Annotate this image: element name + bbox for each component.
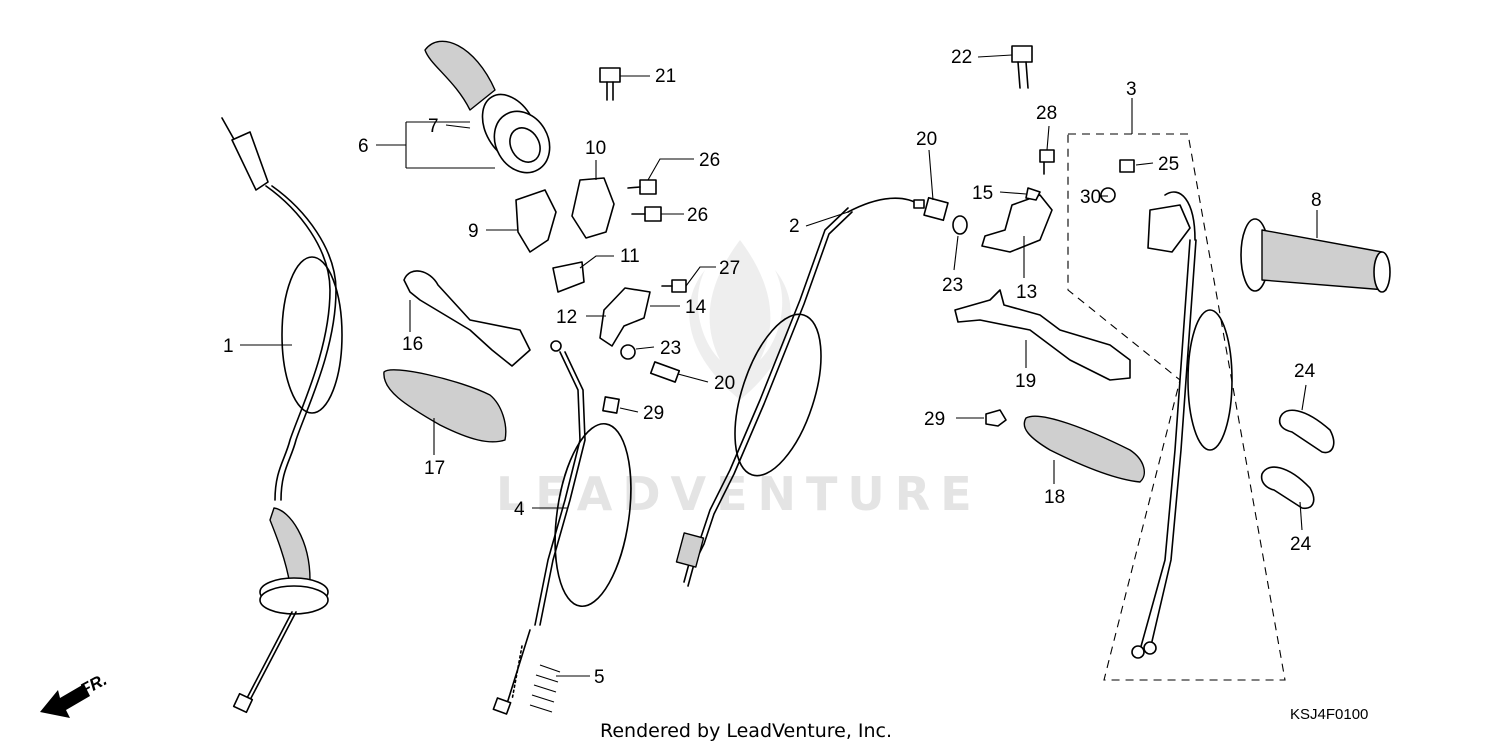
callout-2: 2 bbox=[789, 216, 800, 237]
callout-30: 30 bbox=[1080, 187, 1101, 208]
callout-16: 16 bbox=[402, 334, 423, 355]
throttle-grip bbox=[424, 40, 551, 174]
callout-20-bottom: 20 bbox=[714, 373, 735, 394]
watermark-flame-logo-icon bbox=[689, 240, 791, 400]
footer-text: Rendered by LeadVenture, Inc. bbox=[600, 720, 892, 742]
callout-6: 6 bbox=[358, 136, 369, 157]
clutch-lever-cover bbox=[383, 369, 507, 443]
callout-17: 17 bbox=[424, 458, 445, 479]
throttle-housing bbox=[515, 177, 615, 293]
callout-12: 12 bbox=[556, 307, 577, 328]
hot-start-lever bbox=[954, 289, 1131, 381]
callout-19: 19 bbox=[1015, 371, 1036, 392]
callout-29-right: 29 bbox=[924, 409, 945, 430]
callout-5: 5 bbox=[594, 667, 605, 688]
leader-lines bbox=[240, 54, 1318, 677]
callout-labels: 1 2 3 4 5 6 7 8 9 10 11 12 13 14 15 16 1… bbox=[223, 47, 1322, 688]
cable-clamps bbox=[1260, 409, 1335, 510]
callout-22: 22 bbox=[951, 47, 972, 68]
callout-15: 15 bbox=[972, 183, 993, 204]
throttle-cable bbox=[221, 117, 343, 714]
clutch-cable bbox=[492, 340, 632, 715]
bolts-left-group bbox=[599, 67, 687, 293]
callout-20-top: 20 bbox=[916, 129, 937, 150]
clutch-lever-bracket bbox=[599, 287, 681, 383]
callout-23-right: 23 bbox=[942, 275, 963, 296]
callout-28: 28 bbox=[1036, 103, 1057, 124]
callout-13: 13 bbox=[1016, 282, 1037, 303]
front-direction-arrow-icon: FR. bbox=[40, 670, 110, 718]
hot-start-lever-bracket bbox=[981, 187, 1053, 253]
left-handlebar-grip bbox=[1240, 218, 1391, 293]
engine-stop-switch-assembly bbox=[1067, 133, 1286, 681]
callout-14: 14 bbox=[685, 297, 707, 318]
callout-3: 3 bbox=[1126, 79, 1137, 100]
callout-27: 27 bbox=[719, 258, 740, 279]
bolts-top-right bbox=[1011, 45, 1055, 175]
callout-8: 8 bbox=[1311, 190, 1322, 211]
watermark-text: LEADVENTURE bbox=[496, 467, 982, 521]
callout-29-left: 29 bbox=[643, 403, 664, 424]
callout-4: 4 bbox=[514, 499, 525, 520]
callout-24-top: 24 bbox=[1294, 361, 1316, 382]
callout-26-bottom: 26 bbox=[687, 205, 708, 226]
callout-18: 18 bbox=[1044, 487, 1065, 508]
callout-23-left: 23 bbox=[660, 338, 681, 359]
callout-24-bottom: 24 bbox=[1290, 534, 1312, 555]
adjuster-group-right bbox=[923, 196, 968, 235]
hot-start-cable bbox=[675, 197, 925, 587]
clutch-lever bbox=[403, 270, 531, 367]
callout-9: 9 bbox=[468, 221, 479, 242]
callout-10: 10 bbox=[585, 138, 606, 159]
callout-26-top: 26 bbox=[699, 150, 720, 171]
callout-25: 25 bbox=[1158, 154, 1179, 175]
callout-11: 11 bbox=[620, 246, 640, 267]
callout-7: 7 bbox=[428, 116, 439, 137]
diagram-code: KSJ4F0100 bbox=[1290, 706, 1368, 723]
right-lever-cover bbox=[985, 409, 1146, 483]
callout-21: 21 bbox=[655, 66, 676, 87]
callout-1: 1 bbox=[223, 336, 234, 357]
